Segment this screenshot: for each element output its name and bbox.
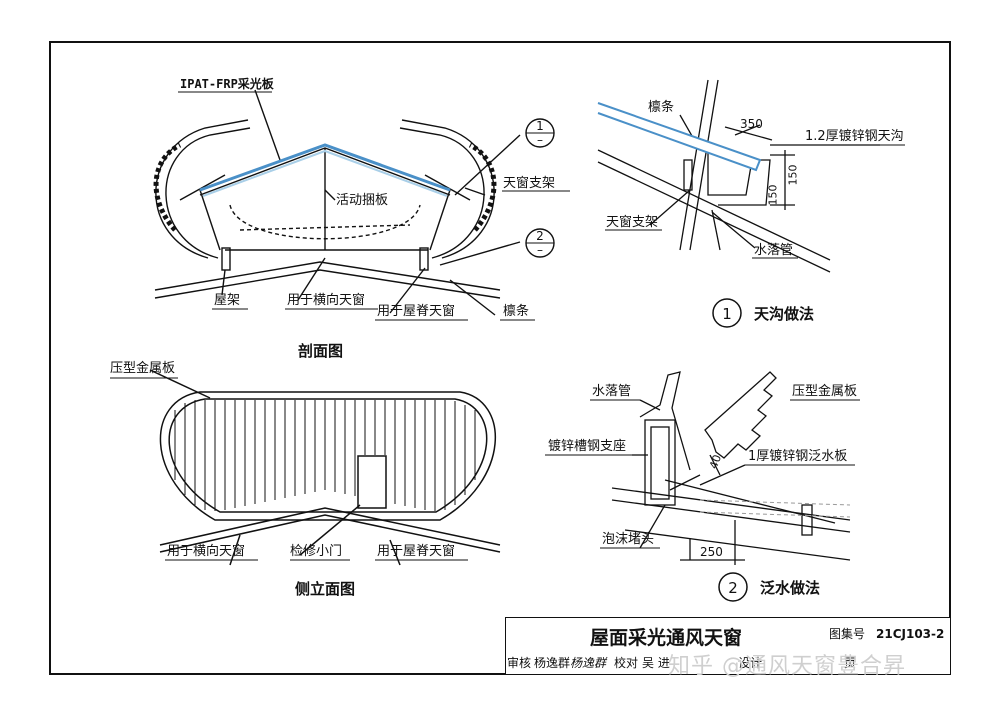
label-d2-foam-plug: 泡沫堵头	[602, 532, 655, 547]
detail-2-metal-sheet	[704, 371, 777, 459]
detail-1-purlin-panel	[597, 102, 762, 172]
atlas-number: 21CJ103-2	[876, 627, 945, 641]
callout-2-number: 2	[536, 229, 544, 243]
label-frp-panel: IPAT-FRP采光板	[180, 77, 274, 91]
tb-reviewer: 杨逸群	[534, 656, 571, 670]
section-view-caption: 剖面图	[298, 342, 344, 360]
dim-d1-h1: 150	[766, 184, 780, 206]
side-view-hatching	[174, 400, 476, 511]
side-view-caption: 侧立面图	[295, 580, 356, 598]
detail-2-caption: 泛水做法	[760, 579, 821, 597]
tb-checker: 吴 进	[642, 656, 670, 670]
label-bracket: 天窗支架	[503, 176, 556, 191]
tb-check-label: 校对	[614, 656, 639, 670]
callout-1-number: 1	[536, 119, 544, 133]
label-roof-frame: 屋架	[214, 293, 241, 308]
tb-page-label: 页	[844, 656, 857, 670]
drawing-title: 屋面采光通风天窗	[590, 627, 743, 649]
label-transverse: 用于横向天窗	[287, 293, 366, 308]
label-hatch: 检修小门	[290, 544, 343, 559]
label-d1-bracket: 天窗支架	[606, 215, 659, 230]
section-view-drawing	[153, 89, 521, 316]
watermark: 知乎 @通风天窗豊合昇	[668, 654, 906, 679]
label-d2-downpipe: 水落管	[592, 384, 632, 399]
atlas-label: 图集号	[829, 627, 866, 641]
label-d2-channel-seat: 镀锌槽钢支座	[548, 439, 627, 454]
detail-1-circle	[712, 298, 742, 328]
label-d1-purlin: 檩条	[648, 100, 675, 115]
frp-panel-inner	[202, 149, 448, 197]
frp-panel	[199, 143, 451, 192]
dim-d1-width: 350	[740, 117, 763, 131]
label-d2-metal-sheet: 压型金属板	[792, 384, 858, 399]
label-metal-sheet: 压型金属板	[110, 361, 176, 376]
detail-2-number: 2	[728, 579, 738, 597]
title-block	[505, 617, 950, 674]
hatch-door	[357, 455, 387, 509]
detail-2-drawing	[611, 371, 851, 565]
label-ridge: 用于屋脊天窗	[377, 304, 456, 319]
tb-review-label: 审核	[507, 656, 532, 670]
sheet-border	[49, 41, 951, 675]
tb-design-label: 设计	[738, 656, 763, 670]
label-d2-flashing: 1厚镀锌钢泛水板	[748, 449, 848, 464]
label-side-transverse: 用于横向天窗	[167, 544, 246, 559]
label-purlin: 檩条	[503, 304, 530, 319]
tb-reviewer-signature: 杨逸群	[570, 656, 607, 670]
dim-d1-h2: 150	[786, 164, 800, 186]
detail-1-caption: 天沟做法	[754, 305, 815, 323]
label-d1-gutter: 1.2厚镀锌钢天沟	[805, 129, 904, 144]
label-damper: 活动捆板	[336, 193, 389, 208]
label-d1-downpipe: 水落管	[754, 243, 794, 258]
label-side-ridge: 用于屋脊天窗	[377, 544, 456, 559]
callout-2-sub: –	[537, 243, 543, 257]
detail-1-number: 1	[722, 305, 732, 323]
callout-1-sub: –	[537, 133, 543, 147]
dim-d2-250: 250	[700, 545, 723, 559]
detail-1-drawing	[597, 79, 880, 273]
detail-2-circle	[718, 572, 748, 602]
